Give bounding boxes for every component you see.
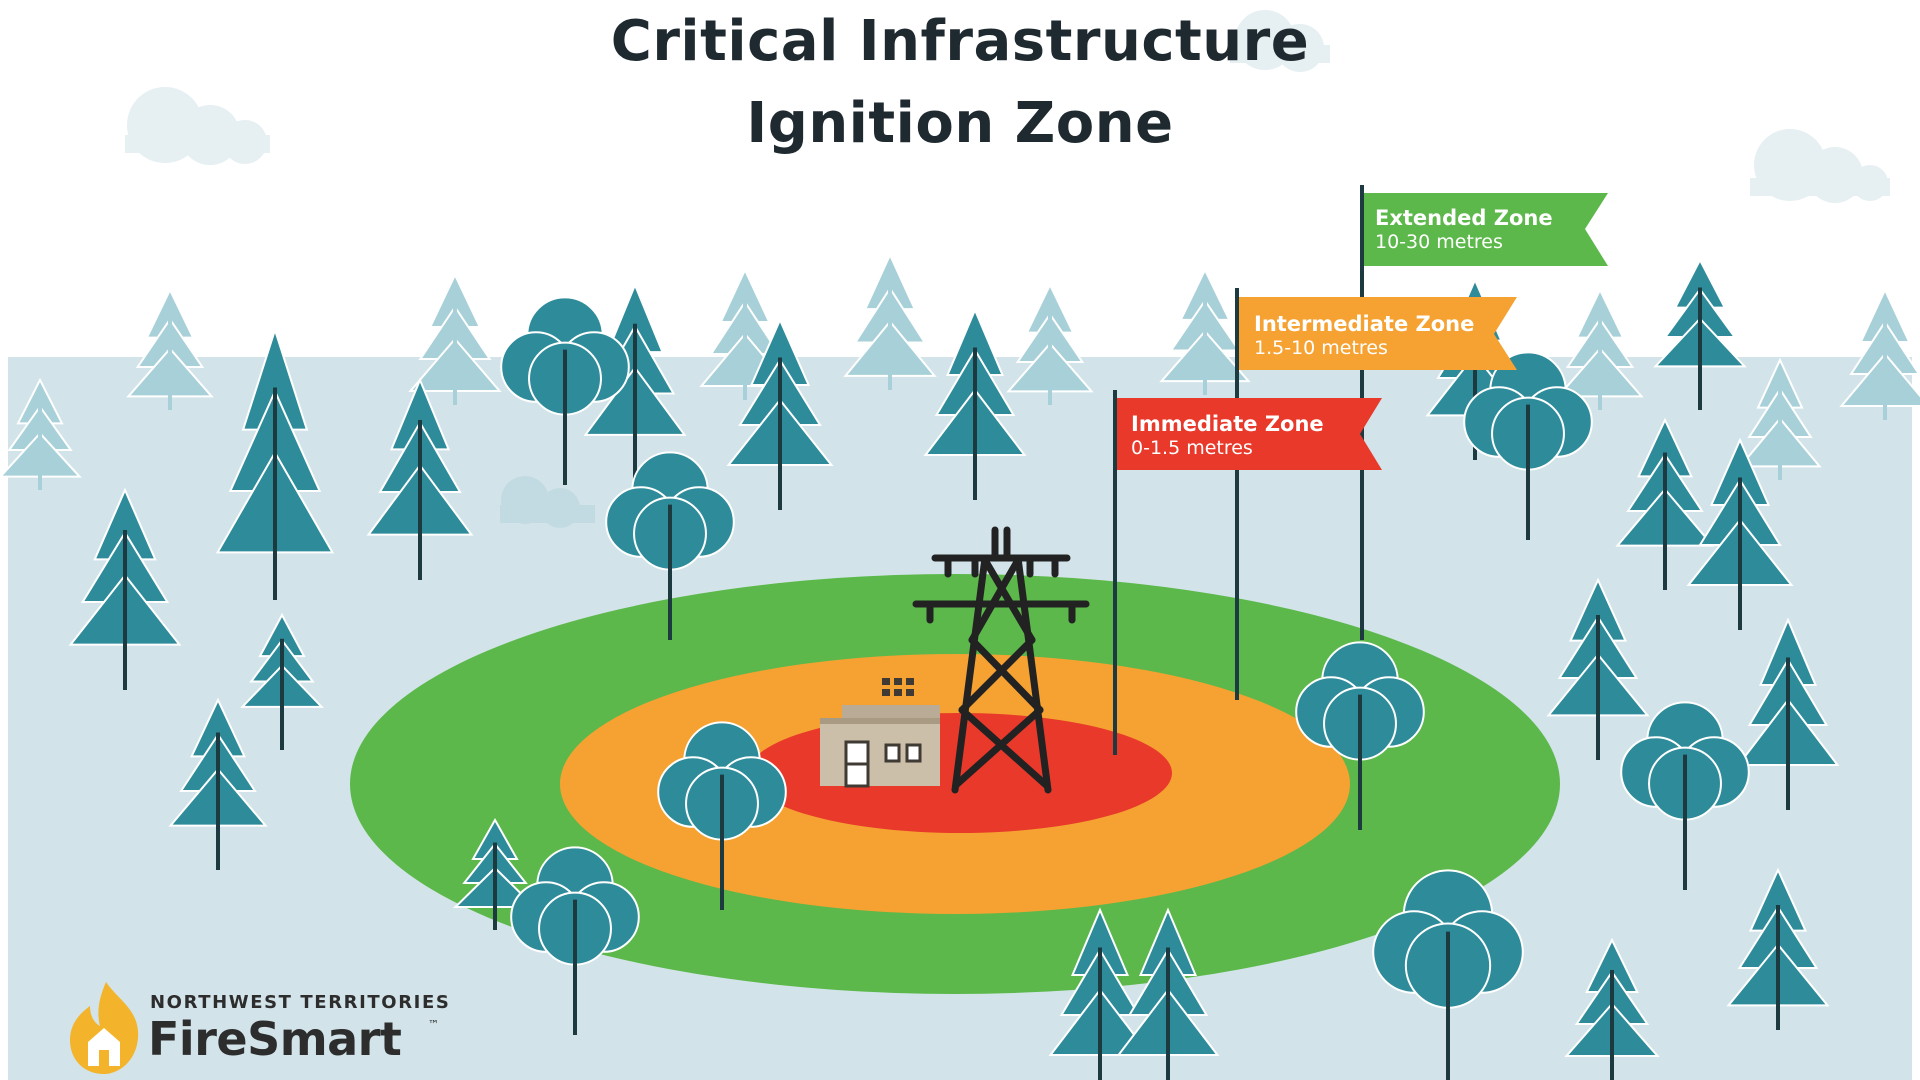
deciduous-tree-icon <box>1295 641 1425 830</box>
conifer-tree-icon <box>843 252 937 390</box>
building-icon <box>820 678 940 788</box>
deciduous-tree-icon <box>510 846 640 1035</box>
zone-flag-icon <box>1113 390 1382 755</box>
conifer-tree-icon <box>1736 617 1840 810</box>
zone-distance: 0-1.5 metres <box>1131 437 1253 460</box>
conifer-tree-icon <box>168 697 268 870</box>
cloud-icon <box>1230 10 1330 72</box>
conifer-tree-icon <box>0 377 82 490</box>
firesmart-logo: NORTHWEST TERRITORIES FireSmart ™ <box>60 978 520 1078</box>
immediate-zone-flag: Immediate Zone 0-1.5 metres <box>1131 412 1324 460</box>
conifer-tree-icon <box>1653 257 1747 410</box>
conifer-tree-icon <box>1006 282 1094 405</box>
conifer-tree-icon <box>1738 357 1822 480</box>
transmission-tower-icon <box>912 526 1090 794</box>
zone-distance: 10-30 metres <box>1375 231 1503 254</box>
cloud-icon <box>500 476 595 528</box>
zone-flag-icon <box>1235 288 1517 700</box>
conifer-tree-icon <box>68 487 182 690</box>
conifer-tree-icon <box>1686 437 1794 630</box>
page-title-line-1: Critical Infrastructure <box>610 9 1310 74</box>
flame-house-logo-icon <box>70 982 139 1074</box>
extended-zone-flag: Extended Zone 10-30 metres <box>1375 206 1553 254</box>
conifer-tree-icon <box>1839 287 1920 420</box>
deciduous-tree-icon <box>1463 351 1593 540</box>
zone-distance: 1.5-10 metres <box>1254 337 1388 360</box>
deciduous-tree-icon <box>1372 869 1524 1080</box>
conifer-tree-icon <box>1615 417 1715 590</box>
page-title-line-2: Ignition Zone <box>746 91 1174 156</box>
conifer-tree-icon <box>923 307 1027 500</box>
conifer-tree-icon <box>215 326 335 600</box>
zone-name: Immediate Zone <box>1131 412 1324 436</box>
foreground-tree-group <box>68 257 1840 1080</box>
conifer-tree-icon <box>366 377 474 580</box>
background-tree-group <box>0 252 1920 490</box>
conifer-tree-icon <box>1116 907 1220 1080</box>
zone-name: Extended Zone <box>1375 206 1553 230</box>
brand-trademark: ™ <box>428 1018 439 1031</box>
deciduous-tree-icon <box>1620 701 1750 890</box>
brand-name: FireSmart <box>148 1012 402 1066</box>
intermediate-zone-flag: Intermediate Zone 1.5-10 metres <box>1254 312 1474 360</box>
cloud-icon <box>1750 129 1890 203</box>
conifer-tree-icon <box>726 317 834 510</box>
deciduous-tree-icon <box>657 721 787 910</box>
conifer-tree-icon <box>408 272 502 405</box>
brand-region: NORTHWEST TERRITORIES <box>150 992 451 1013</box>
conifer-tree-icon <box>126 287 214 410</box>
conifer-tree-icon <box>1726 867 1830 1030</box>
conifer-tree-icon <box>1546 577 1650 760</box>
conifer-tree-icon <box>240 612 324 750</box>
cloud-icon <box>125 87 270 165</box>
conifer-tree-icon <box>1048 907 1152 1080</box>
conifer-tree-icon <box>1564 937 1660 1080</box>
zone-name: Intermediate Zone <box>1254 312 1475 336</box>
deciduous-tree-icon <box>500 296 630 485</box>
conifer-tree-icon <box>1159 267 1251 395</box>
deciduous-tree-icon <box>605 451 735 640</box>
conifer-tree-icon <box>1556 287 1644 410</box>
conifer-tree-icon <box>452 817 538 930</box>
